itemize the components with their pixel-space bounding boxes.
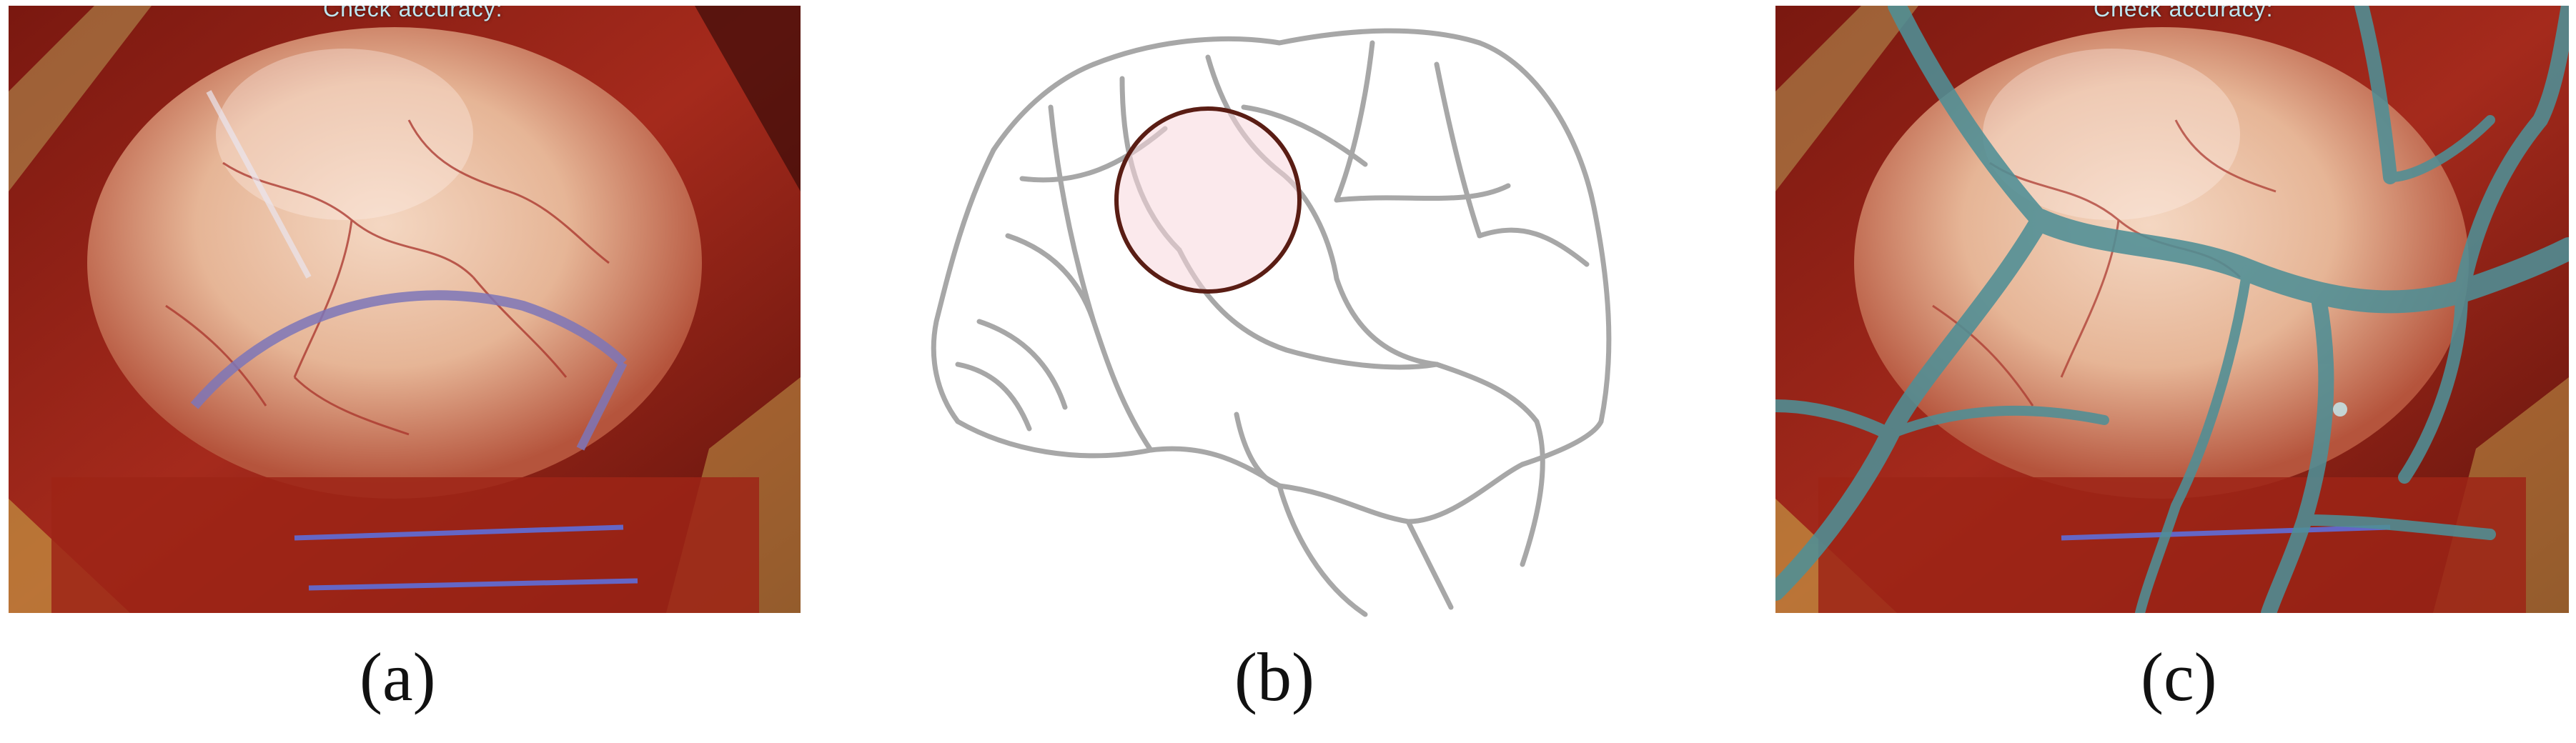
highlight-circle — [1114, 106, 1302, 294]
caption-b: (b) — [1234, 639, 1314, 715]
vessel-model-graphic — [931, 28, 1612, 617]
surgical-photo-a-graphic — [9, 6, 801, 613]
surgical-photo-overlay-c: Check accuracy: — [1775, 6, 2569, 613]
surgical-photo-c-graphic — [1775, 6, 2569, 613]
caption-a: (a) — [360, 639, 436, 715]
vessel-model-b — [908, 21, 1658, 643]
caption-c: (c) — [2141, 639, 2217, 715]
overlay-label-c: Check accuracy: — [2094, 6, 2274, 21]
overlay-label-a: Check accuracy: — [323, 6, 503, 21]
surgical-photo-a: Check accuracy: — [9, 6, 801, 613]
